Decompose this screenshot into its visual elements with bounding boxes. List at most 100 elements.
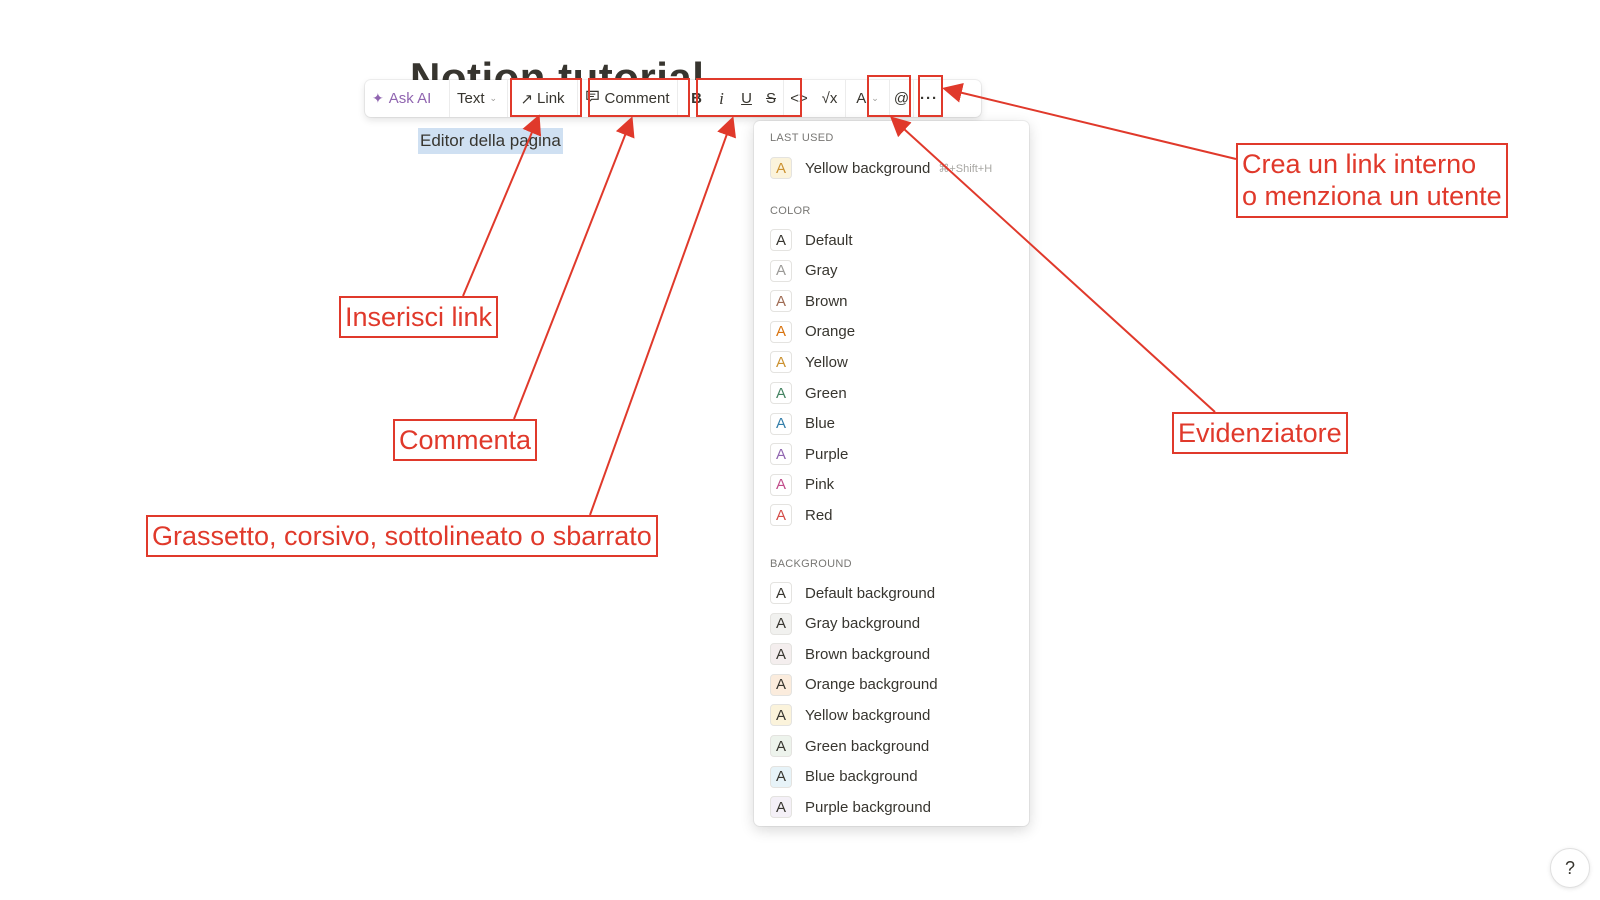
- formatting-toolbar: ✦ Ask AI Text ⌄ ↗ Link Comment B i U S <…: [365, 80, 981, 117]
- chevron-down-icon: ⌄: [489, 93, 498, 103]
- color-swatch-icon: A: [770, 582, 792, 604]
- color-dropdown: LAST USED A Yellow background ⌘+Shift+H …: [754, 121, 1029, 826]
- color-swatch-icon: A: [770, 351, 792, 374]
- color-swatch-icon: A: [770, 443, 792, 466]
- item-label: Orange background: [805, 676, 938, 694]
- color-swatch-icon: A: [770, 735, 792, 757]
- color-swatch-icon: A: [770, 704, 792, 727]
- annotation-box-comment: [588, 78, 690, 117]
- arrow-up-right-icon: ↗: [520, 90, 534, 108]
- color-swatch-icon: A: [770, 320, 792, 343]
- color-item[interactable]: A Purple: [770, 441, 1020, 467]
- color-item[interactable]: A Red: [770, 502, 1020, 528]
- chevron-down-icon: ⌄: [871, 93, 879, 103]
- annotation-format: Grassetto, corsivo, sottolineato o sbarr…: [146, 515, 658, 558]
- color-swatch-icon: A: [770, 290, 792, 313]
- item-label: Default background: [805, 584, 936, 602]
- more-options-button[interactable]: ···: [920, 90, 938, 107]
- background-item[interactable]: A Orange background: [770, 672, 1020, 698]
- background-item[interactable]: A Default background: [770, 580, 1020, 606]
- color-item[interactable]: A Default: [770, 227, 1020, 253]
- last-used-heading: LAST USED: [770, 132, 834, 144]
- item-label: Yellow background: [805, 706, 931, 724]
- color-heading: COLOR: [770, 205, 811, 217]
- annotation-mention-line1: Crea un link interno: [1242, 149, 1477, 179]
- annotation-box-mention: [918, 75, 943, 117]
- sparkle-icon: ✦: [372, 90, 384, 106]
- math-button[interactable]: √x: [814, 80, 846, 117]
- item-label: Red: [805, 506, 833, 524]
- color-swatch-icon: A: [770, 412, 792, 435]
- item-label: Green background: [805, 737, 930, 755]
- background-item[interactable]: A Gray background: [770, 611, 1020, 637]
- color-item[interactable]: A Gray: [770, 258, 1020, 284]
- color-swatch-icon: A: [770, 259, 792, 282]
- color-swatch-icon: A: [770, 157, 792, 179]
- comment-button[interactable]: Comment: [578, 80, 678, 117]
- item-label: Purple: [805, 445, 849, 463]
- item-label: Orange: [805, 323, 856, 341]
- color-item[interactable]: A Blue: [770, 411, 1020, 437]
- color-item[interactable]: A Yellow: [770, 349, 1020, 375]
- color-swatch-icon: A: [770, 765, 792, 788]
- annotation-link: Inserisci link: [339, 296, 499, 339]
- item-label: Purple background: [805, 798, 931, 816]
- color-swatch-icon: A: [770, 612, 792, 635]
- underline-button[interactable]: U: [741, 90, 752, 107]
- color-swatch-icon: A: [770, 796, 792, 819]
- arrow-format: [589, 116, 736, 516]
- background-item[interactable]: A Purple background: [770, 794, 1020, 820]
- block-type-label: Text: [457, 90, 485, 107]
- text-color-label: A: [856, 90, 867, 107]
- background-item[interactable]: A Blue background: [770, 764, 1020, 790]
- link-button[interactable]: ↗ Link: [508, 80, 578, 117]
- item-label: Gray: [805, 262, 838, 280]
- color-swatch-icon: A: [770, 504, 792, 527]
- color-swatch-icon: A: [770, 643, 792, 666]
- last-used-item[interactable]: A Yellow background ⌘+Shift+H: [770, 155, 1020, 181]
- item-label: Default: [805, 231, 853, 249]
- comment-icon: [585, 89, 600, 108]
- color-item[interactable]: A Brown: [770, 288, 1020, 314]
- ask-ai-button[interactable]: ✦ Ask AI: [365, 80, 450, 117]
- strikethrough-button[interactable]: S: [759, 80, 784, 117]
- annotation-comment: Commenta: [393, 419, 538, 462]
- color-swatch-icon: A: [770, 229, 792, 251]
- help-button[interactable]: ?: [1550, 848, 1590, 888]
- color-swatch-icon: A: [770, 473, 792, 496]
- annotation-box-link: [510, 78, 582, 117]
- background-item[interactable]: A Green background: [770, 733, 1020, 759]
- text-color-button[interactable]: A ⌄: [846, 80, 890, 117]
- color-swatch-icon: A: [770, 382, 792, 404]
- color-item[interactable]: A Pink: [770, 472, 1020, 498]
- selected-text[interactable]: Editor della pagina: [418, 128, 563, 154]
- item-label: Pink: [805, 476, 835, 494]
- item-label: Yellow background: [805, 159, 931, 177]
- item-label: Brown: [805, 292, 848, 310]
- background-heading: BACKGROUND: [770, 558, 852, 570]
- shortcut-hint: ⌘+Shift+H: [938, 162, 993, 175]
- annotation-highlight: Evidenziatore: [1172, 412, 1348, 455]
- block-type-button[interactable]: Text ⌄: [450, 80, 508, 117]
- comment-label: Comment: [604, 90, 670, 107]
- code-button[interactable]: <>: [790, 90, 808, 107]
- background-item[interactable]: A Yellow background: [770, 702, 1020, 728]
- color-swatch-icon: A: [770, 673, 792, 696]
- annotation-mention: Crea un link interno o menziona un utent…: [1236, 143, 1508, 218]
- link-label: Link: [537, 90, 565, 107]
- color-item[interactable]: A Orange: [770, 319, 1020, 345]
- item-label: Yellow: [805, 353, 848, 371]
- italic-button[interactable]: i: [719, 88, 724, 108]
- annotation-box-color: [867, 75, 911, 117]
- background-item[interactable]: A Brown background: [770, 641, 1020, 667]
- color-item[interactable]: A Green: [770, 380, 1020, 406]
- item-label: Blue background: [805, 768, 918, 786]
- arrow-comment: [513, 116, 635, 420]
- page-title: Notion tutorial: [410, 54, 705, 101]
- annotation-mention-line2: o menziona un utente: [1242, 181, 1502, 212]
- mention-button[interactable]: @: [890, 80, 914, 117]
- item-label: Green: [805, 384, 847, 402]
- item-label: Gray background: [805, 615, 921, 633]
- item-label: Blue: [805, 415, 836, 433]
- item-label: Brown background: [805, 645, 931, 663]
